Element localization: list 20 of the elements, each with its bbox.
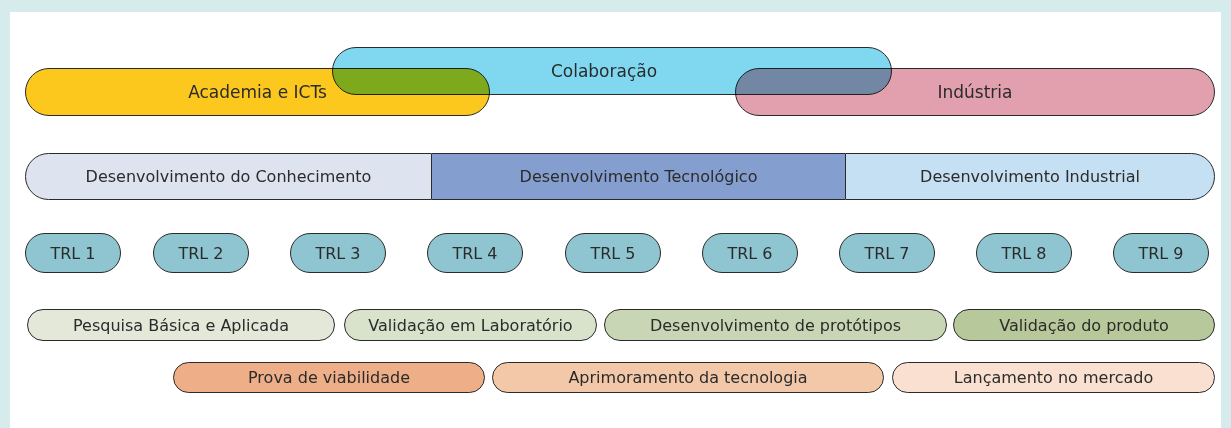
stage-band: Desenvolvimento do Conhecimento (25, 153, 432, 200)
phase-pill: Aprimoramento da tecnologia (492, 362, 884, 393)
phase-pill: Validação do produto (953, 309, 1215, 341)
trl-pill: TRL 2 (153, 233, 249, 273)
trl-pill: TRL 4 (427, 233, 523, 273)
phase-pill: Desenvolvimento de protótipos (604, 309, 947, 341)
trl-pill: TRL 8 (976, 233, 1072, 273)
trl-pill: TRL 6 (702, 233, 798, 273)
trl-pill: TRL 3 (290, 233, 386, 273)
stage-band: Desenvolvimento Tecnológico (432, 153, 845, 200)
phase-pill: Validação em Laboratório (344, 309, 597, 341)
phase-pill: Prova de viabilidade (173, 362, 485, 393)
stage-band: Desenvolvimento Industrial (845, 153, 1215, 200)
phase-pill: Pesquisa Básica e Aplicada (27, 309, 335, 341)
collaboration-band: Colaboração (332, 47, 892, 95)
trl-pill: TRL 1 (25, 233, 121, 273)
phase-pill: Lançamento no mercado (892, 362, 1215, 393)
trl-pill: TRL 9 (1113, 233, 1209, 273)
trl-pill: TRL 5 (565, 233, 661, 273)
trl-pill: TRL 7 (839, 233, 935, 273)
